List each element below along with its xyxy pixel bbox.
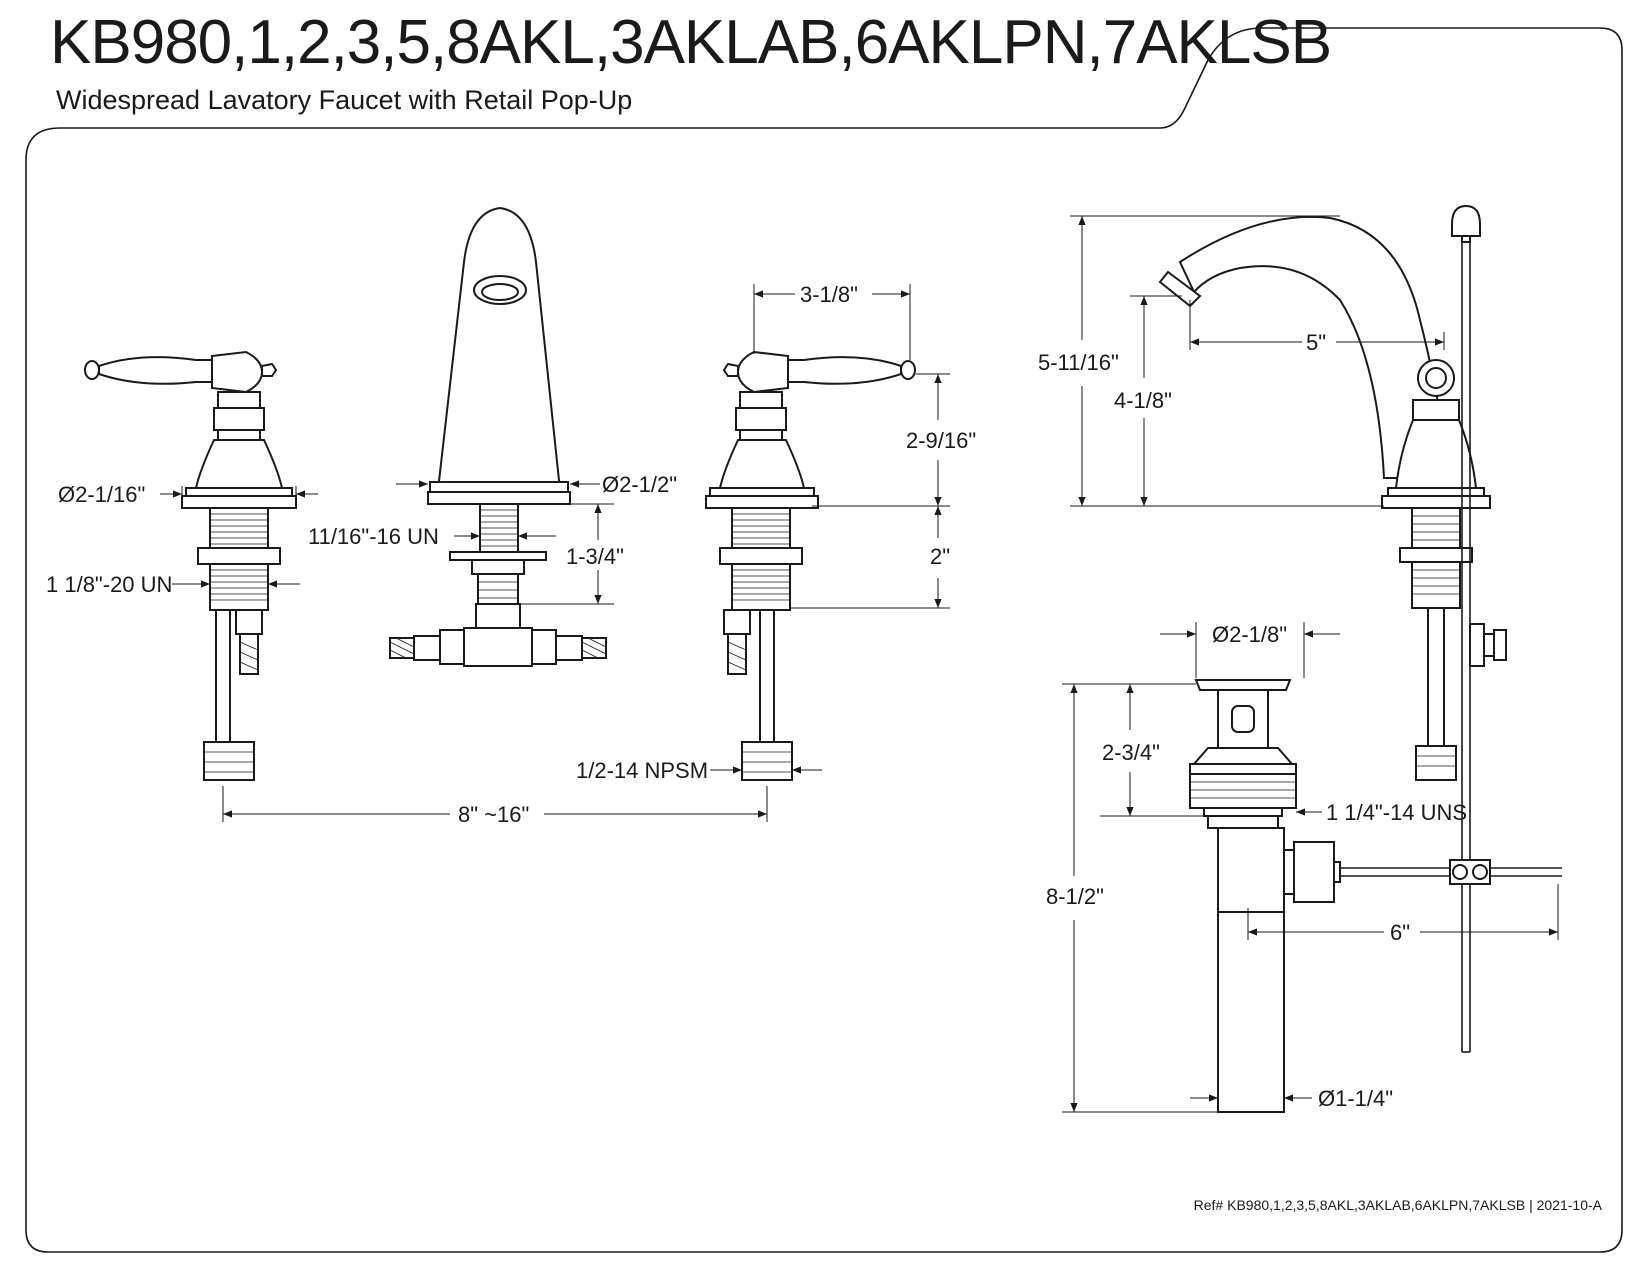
dim-drain-length: 8-1/2"	[1046, 884, 1104, 909]
right-handle-assembly	[705, 350, 916, 781]
page-subtitle: Widespread Lavatory Faucet with Retail P…	[56, 85, 633, 115]
dim-drain-flange-dia: Ø2-1/8"	[1212, 622, 1287, 647]
dim-pivot-rod: 6"	[1390, 920, 1410, 945]
dim-handle-spread: 3-1/8"	[800, 282, 858, 307]
reference-number: Ref# KB980,1,2,3,5,8AKL,3AKLAB,6AKLPN,7A…	[1193, 1197, 1602, 1213]
dim-supply-connection: 1/2-14 NPSM	[576, 758, 708, 783]
lift-rod	[1451, 204, 1507, 1053]
dim-spout-height: 4-1/8"	[1114, 388, 1172, 413]
drawing-frame	[25, 27, 1623, 1253]
pop-up-drain	[1189, 679, 1562, 1113]
dim-spout-flange-dia: Ø2-1/2"	[602, 472, 677, 497]
dim-handle-shank: 2"	[930, 544, 950, 569]
page-title: KB980,1,2,3,5,8AKL,3AKLAB,6AKLPN,7AKLSB	[50, 8, 1332, 77]
dim-tailpiece-dia: Ø1-1/4"	[1318, 1086, 1393, 1111]
dim-spout-reach: 5"	[1306, 330, 1326, 355]
dim-spout-thread: 11/16"-16 UN	[308, 524, 439, 549]
dim-drain-body: 2-3/4"	[1102, 740, 1160, 765]
dim-spout-shank: 1-3/4"	[566, 544, 624, 569]
dimension-lines	[160, 215, 1559, 1113]
spout-front-view	[389, 206, 607, 667]
spout-side-view	[1158, 215, 1491, 781]
dim-drain-thread: 1 1/4"-14 UNS	[1326, 800, 1467, 825]
dim-center-spread: 8" ~16"	[458, 802, 529, 827]
left-handle-assembly	[84, 350, 297, 781]
dim-overall-height: 5-11/16"	[1038, 350, 1119, 375]
dim-handle-flange-dia: Ø2-1/16"	[58, 482, 145, 507]
dim-handle-thread: 1 1/8"-20 UN	[46, 572, 172, 597]
dim-handle-height: 2-9/16"	[906, 428, 976, 453]
